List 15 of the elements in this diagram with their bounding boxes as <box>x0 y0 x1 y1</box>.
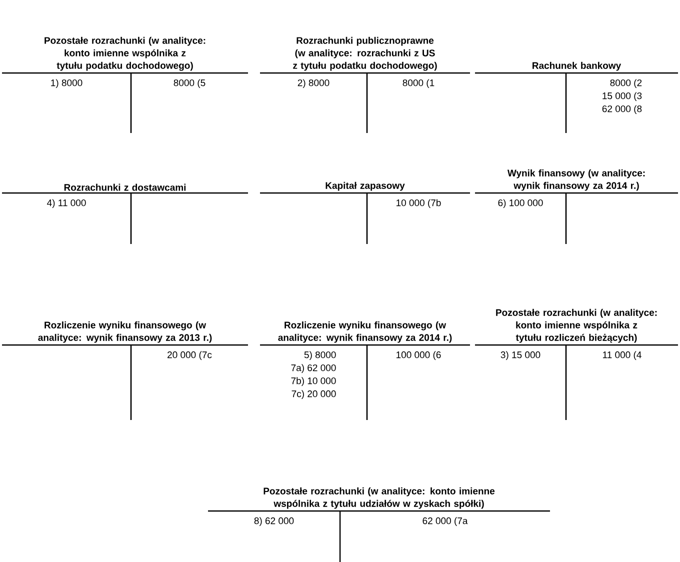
entry-list: 4) 11 000 <box>47 199 86 208</box>
entry-list: 8000 (2 15 000 (3 62 000 (8 <box>602 79 642 114</box>
entry-list: 62 000 (7a <box>422 517 468 526</box>
entry-list: 6) 100 000 <box>498 199 543 208</box>
entry-list: 20 000 (7c <box>168 351 212 360</box>
entry-list: 2) 8000 <box>298 79 330 88</box>
entry-list: 100 000 (6 <box>396 351 441 360</box>
entry-list: 11 000 (4 <box>603 351 642 360</box>
entry-list: 8) 62 000 <box>254 517 294 526</box>
entry-list: 8000 (5 <box>174 79 206 88</box>
entry-list: 8000 (1 <box>402 79 434 88</box>
entry-list: 10 000 (7b <box>396 199 441 208</box>
entry-list: 5) 8000 7a) 62 000 7b) 10 000 7c) 20 000 <box>291 351 336 400</box>
entry-list: 3) 15 000 <box>500 351 540 360</box>
entry-list: 1) 8000 <box>51 79 82 88</box>
